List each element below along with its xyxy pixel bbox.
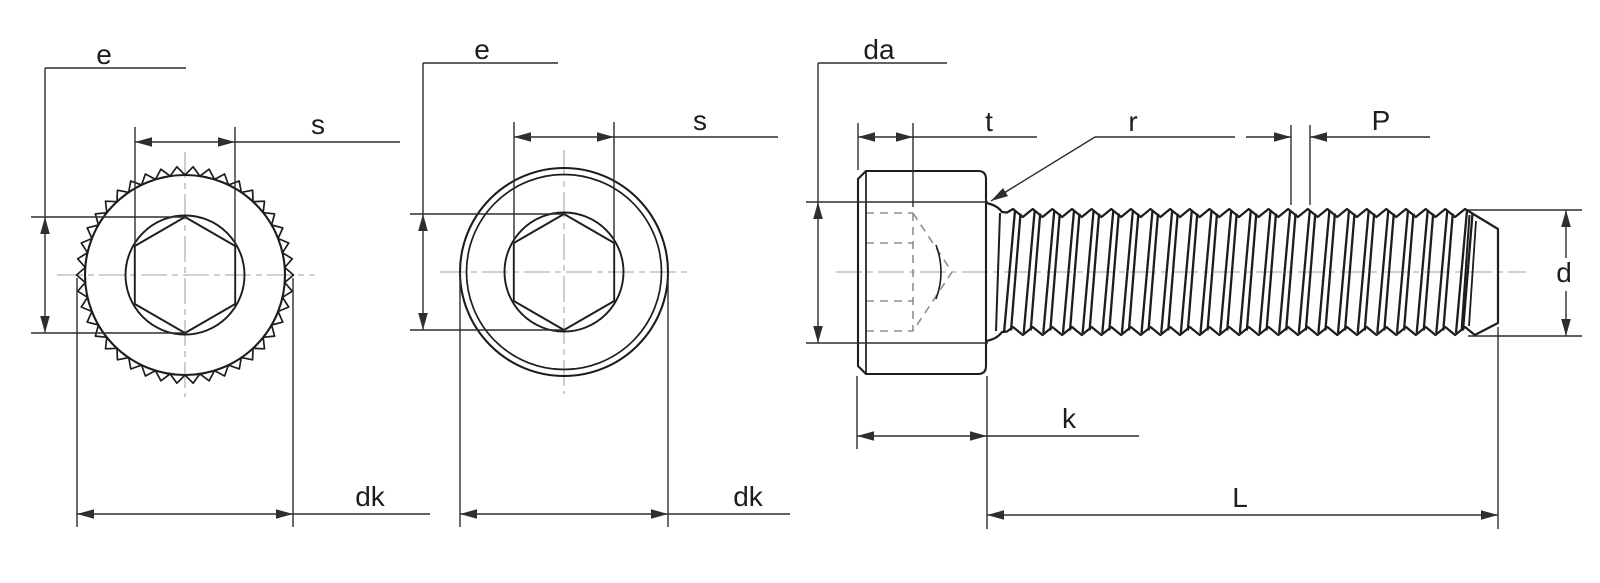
dim-label-s-plain: s bbox=[693, 105, 707, 136]
dimension-arrowhead bbox=[40, 217, 50, 234]
dimension-arrowhead bbox=[276, 509, 293, 519]
dim-label-dk-plain: dk bbox=[733, 481, 764, 512]
dimension-arrowhead bbox=[896, 132, 913, 142]
dimension-arrowhead bbox=[1310, 132, 1327, 142]
dimension-arrowhead bbox=[987, 510, 1004, 520]
dimension-arrowhead bbox=[813, 202, 823, 219]
dimension-arrowhead bbox=[460, 509, 477, 519]
dimension-arrowhead bbox=[1274, 132, 1291, 142]
socket-bottom-arc bbox=[935, 244, 942, 300]
dimension-arrowhead bbox=[597, 132, 614, 142]
knurled-socket-circle bbox=[124, 214, 246, 336]
plain-head-inner-circle bbox=[465, 173, 663, 371]
dimension-arrowhead bbox=[813, 326, 823, 343]
dimension-arrowhead bbox=[1561, 319, 1571, 336]
dim-label-r: r bbox=[1128, 106, 1137, 137]
dim-label-t: t bbox=[985, 106, 993, 137]
screw-head-profile bbox=[856, 169, 988, 376]
dim-label-da: da bbox=[863, 34, 895, 65]
dimension-arrowhead bbox=[135, 137, 152, 147]
dimension-arrowhead bbox=[858, 132, 875, 142]
dimension-arrowhead bbox=[970, 431, 987, 441]
thread-flank-lines bbox=[995, 210, 1477, 334]
dimension-arrowhead bbox=[218, 137, 235, 147]
dim-label-s-knurled: s bbox=[311, 109, 325, 140]
centerlines bbox=[57, 150, 1526, 397]
dimension-lines bbox=[31, 62, 1582, 529]
dimension-arrowhead bbox=[857, 431, 874, 441]
dimension-arrowhead bbox=[40, 316, 50, 333]
dimension-arrowhead bbox=[1481, 510, 1498, 520]
dim-label-l: L bbox=[1232, 482, 1248, 513]
thread-outline bbox=[985, 201, 1500, 343]
dimension-arrowhead bbox=[418, 214, 428, 231]
plain-socket-circle bbox=[503, 211, 625, 333]
dim-label-d: d bbox=[1556, 257, 1572, 288]
dim-label-e-plain: e bbox=[474, 34, 490, 65]
dim-label-k: k bbox=[1062, 403, 1077, 434]
dim-label-dk-knurled: dk bbox=[355, 481, 386, 512]
dim-label-e-knurled: e bbox=[96, 39, 112, 70]
hidden-socket-lines bbox=[866, 212, 953, 332]
knurled-head-circle bbox=[83, 173, 287, 377]
dimension-arrowhead bbox=[77, 509, 94, 519]
dim-label-p: P bbox=[1372, 105, 1391, 136]
dimension-arrowhead bbox=[418, 313, 428, 330]
dimension-arrowhead bbox=[991, 188, 1008, 201]
dimension-arrowhead bbox=[514, 132, 531, 142]
dimension-arrowhead bbox=[1561, 210, 1571, 227]
dimension-arrowheads bbox=[40, 132, 1571, 520]
knurled-head-serration bbox=[75, 165, 295, 385]
dimension-arrowhead bbox=[651, 509, 668, 519]
